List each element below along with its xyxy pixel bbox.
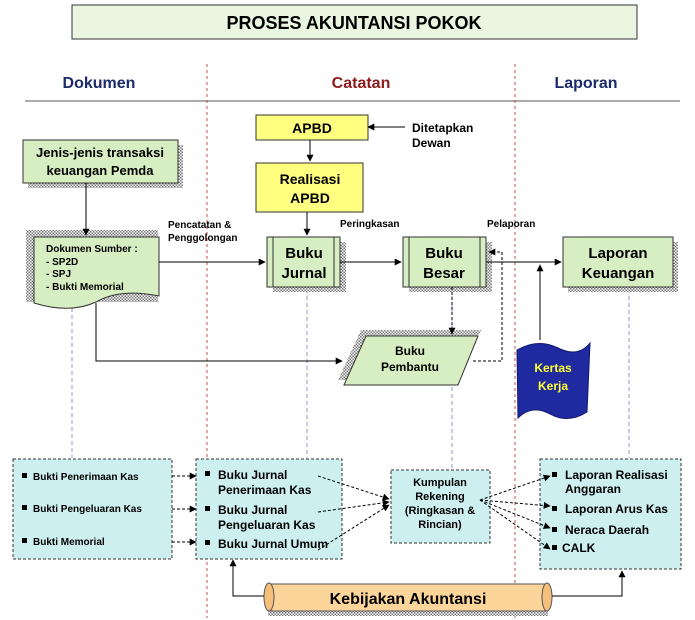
- kumpulan-line4: Rincian): [418, 519, 462, 531]
- bukti-item-penerimaan: Bukti Penerimaan Kas: [33, 472, 139, 483]
- jenis-transaksi-line1: Jenis-jenis transaksi: [36, 145, 164, 160]
- ditetapkan-line2: Dewan: [412, 136, 451, 150]
- laporan-box: [539, 458, 682, 570]
- laporan-keuangan-line2: Keuangan: [582, 265, 655, 282]
- label-peringkasan: Peringkasan: [340, 219, 399, 230]
- buku-pembantu-line1: Buku: [395, 344, 425, 358]
- kebijakan-arrows: [229, 559, 626, 597]
- buku-pembantu-line2: Pembantu: [381, 360, 439, 374]
- jurnal-item-pengeluaran-1: Buku Jurnal: [218, 503, 287, 517]
- buku-besar-line2: Besar: [423, 265, 465, 282]
- kumpulan-line1: Kumpulan: [413, 477, 467, 489]
- label-pencatatan-1: Pencatatan &: [168, 220, 231, 231]
- apbd-label: APBD: [292, 120, 332, 136]
- bukti-item-pengeluaran: Bukti Pengeluaran Kas: [33, 504, 142, 515]
- title-box: [71, 4, 638, 40]
- realisasi-line2: APBD: [290, 190, 330, 206]
- laporan-item-lra-1: Laporan Realisasi: [565, 468, 668, 482]
- kebijakan-label: Kebijakan Akuntansi: [330, 591, 487, 608]
- realisasi-box: [255, 162, 364, 213]
- realisasi-line1: Realisasi: [280, 171, 341, 187]
- bukti-box: [12, 458, 173, 560]
- column-dokumen: Dokumen: [63, 75, 136, 92]
- kumpulan-line2: Rekening: [415, 491, 465, 503]
- jenis-transaksi-line2: keuangan Pemda: [47, 163, 155, 178]
- kebijakan-scroll: [263, 582, 553, 616]
- dokumen-sumber-item-spj: - SPJ: [46, 269, 71, 280]
- bottom-dotted-arrows: [172, 472, 551, 551]
- buku-besar-line1: Buku: [425, 245, 463, 262]
- kertas-kerja-line2: Kerja: [538, 379, 568, 393]
- kertas-kerja-line1: Kertas: [534, 361, 572, 375]
- page-title: PROSES AKUNTANSI POKOK: [226, 13, 481, 33]
- flow-arrows: [82, 123, 562, 365]
- dokumen-sumber-box: [33, 236, 160, 309]
- laporan-item-arus-kas: Laporan Arus Kas: [565, 502, 668, 516]
- jurnal-item-pengeluaran-2: Pengeluaran Kas: [218, 518, 316, 532]
- jurnal-item-penerimaan-2: Penerimaan Kas: [218, 483, 312, 497]
- dokumen-sumber-item-sp2d: - SP2D: [46, 257, 78, 268]
- label-pelaporan: Pelaporan: [487, 219, 535, 230]
- jurnal-item-penerimaan-1: Buku Jurnal: [218, 468, 287, 482]
- jurnal-item-umum: Buku Jurnal Umum: [218, 537, 328, 551]
- buku-besar-box: [402, 236, 487, 288]
- buku-pembantu-box: [343, 335, 479, 386]
- laporan-item-neraca: Neraca Daerah: [565, 523, 649, 537]
- column-laporan: Laporan: [554, 75, 617, 92]
- kertas-kerja-shape: [516, 341, 591, 420]
- jurnal-box: [195, 458, 343, 560]
- laporan-item-calk: CALK: [562, 541, 596, 555]
- jurnal-bullets: [205, 471, 210, 545]
- dokumen-sumber-item-memorial: - Bukti Memorial: [46, 282, 124, 293]
- column-catatan: Catatan: [332, 75, 391, 92]
- laporan-keuangan-line1: Laporan: [588, 245, 647, 262]
- ditetapkan-line1: Ditetapkan: [412, 121, 473, 135]
- kumpulan-box: [390, 469, 491, 544]
- buku-jurnal-line2: Jurnal: [281, 265, 326, 282]
- kumpulan-line3: (Ringkasan &: [405, 505, 475, 517]
- buku-jurnal-line1: Buku: [285, 245, 323, 262]
- label-pencatatan-2: Penggolongan: [168, 233, 237, 244]
- jenis-transaksi-box: [22, 139, 179, 184]
- pembantu-dotted-arrows: [448, 248, 503, 362]
- bukti-bullets: [22, 473, 27, 543]
- laporan-item-lra-2: Anggaran: [565, 482, 621, 496]
- laporan-keuangan-box: [562, 236, 674, 288]
- bukti-item-memorial: Bukti Memorial: [33, 537, 105, 548]
- laporan-bullets: [552, 472, 557, 550]
- dokumen-sumber-title: Dokumen Sumber :: [46, 244, 138, 255]
